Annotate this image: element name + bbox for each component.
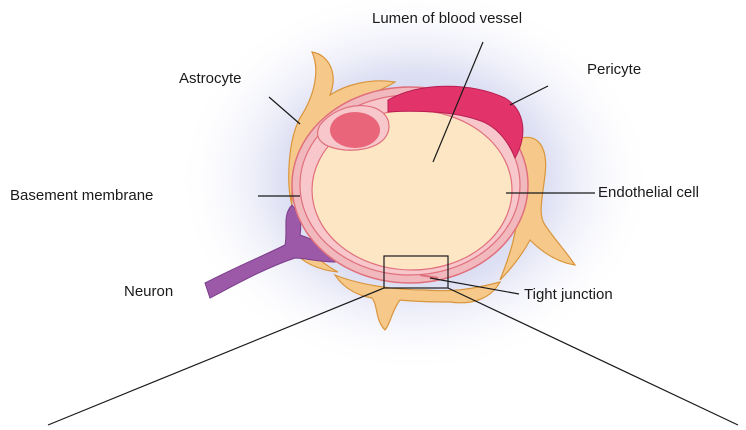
label-basement-membrane: Basement membrane (10, 187, 153, 205)
endothelial-nucleus (330, 112, 380, 148)
label-endothelial-cell: Endothelial cell (598, 184, 699, 202)
label-pericyte: Pericyte (587, 61, 641, 79)
label-tight-junction: Tight junction (524, 286, 613, 304)
label-astrocyte: Astrocyte (179, 70, 242, 88)
label-lumen: Lumen of blood vessel (372, 10, 522, 28)
label-neuron: Neuron (124, 283, 173, 301)
